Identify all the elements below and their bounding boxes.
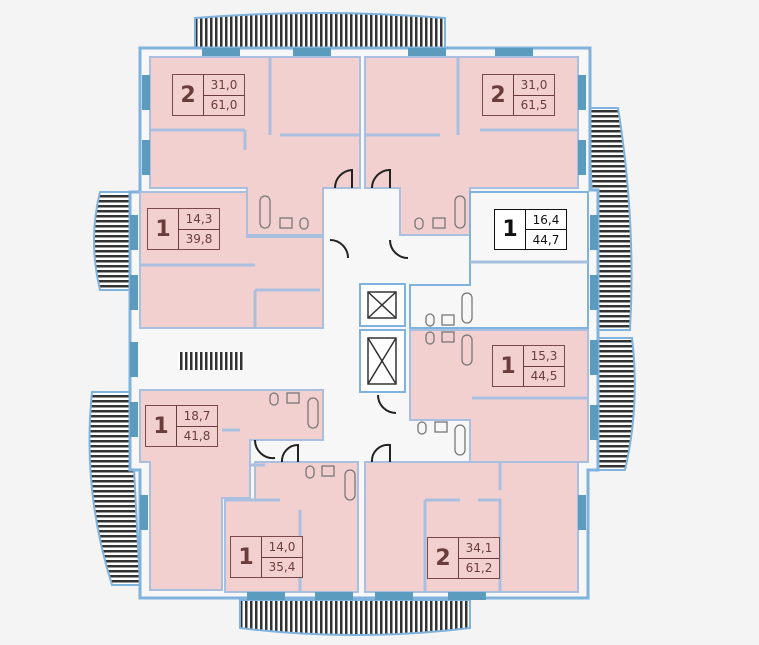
living-area: 34,1 bbox=[459, 538, 499, 559]
living-area: 15,3 bbox=[524, 346, 564, 367]
apartment-label-right-upper[interactable]: 1 16,4 44,7 bbox=[494, 209, 567, 250]
apartment-label-top-left[interactable]: 2 31,0 61,0 bbox=[172, 74, 245, 116]
total-area: 61,2 bbox=[465, 561, 493, 576]
room-count: 2 bbox=[428, 538, 459, 578]
living-area: 31,0 bbox=[204, 75, 244, 96]
room-count: 2 bbox=[483, 75, 514, 115]
living-area: 14,0 bbox=[262, 537, 302, 558]
room-count: 1 bbox=[231, 537, 262, 577]
apartment-label-bottom-right[interactable]: 2 34,1 61,2 bbox=[427, 537, 500, 579]
living-area: 16,4 bbox=[526, 210, 566, 230]
elevators bbox=[359, 283, 406, 393]
apartment-label-left-upper[interactable]: 1 14,3 39,8 bbox=[147, 208, 220, 250]
total-area: 39,8 bbox=[185, 232, 213, 247]
apartment-bottom-right[interactable] bbox=[364, 461, 579, 593]
balconies bbox=[88, 12, 636, 636]
internal-walls bbox=[140, 57, 588, 592]
apartment-label-bottom-left[interactable]: 1 14,0 35,4 bbox=[230, 536, 303, 578]
total-area: 61,5 bbox=[520, 98, 548, 113]
doors bbox=[253, 168, 409, 463]
room-count: 2 bbox=[173, 75, 204, 115]
bathroom-fixtures bbox=[259, 195, 473, 501]
room-count: 1 bbox=[493, 346, 524, 386]
apartment-label-left-lower[interactable]: 1 18,7 41,8 bbox=[145, 405, 218, 447]
total-area: 44,7 bbox=[532, 232, 560, 247]
apartment-label-right-middle[interactable]: 1 15,3 44,5 bbox=[492, 345, 565, 387]
living-area: 31,0 bbox=[514, 75, 554, 96]
room-count: 1 bbox=[495, 210, 526, 249]
total-area: 41,8 bbox=[183, 429, 211, 444]
windows bbox=[130, 48, 598, 600]
stairs bbox=[178, 352, 244, 370]
living-area: 14,3 bbox=[179, 209, 219, 230]
apartment-label-top-right[interactable]: 2 31,0 61,5 bbox=[482, 74, 555, 116]
total-area: 61,0 bbox=[210, 98, 238, 113]
room-count: 1 bbox=[146, 406, 177, 446]
total-area: 35,4 bbox=[268, 560, 296, 575]
room-count: 1 bbox=[148, 209, 179, 249]
total-area: 44,5 bbox=[530, 369, 558, 384]
living-area: 18,7 bbox=[177, 406, 217, 427]
